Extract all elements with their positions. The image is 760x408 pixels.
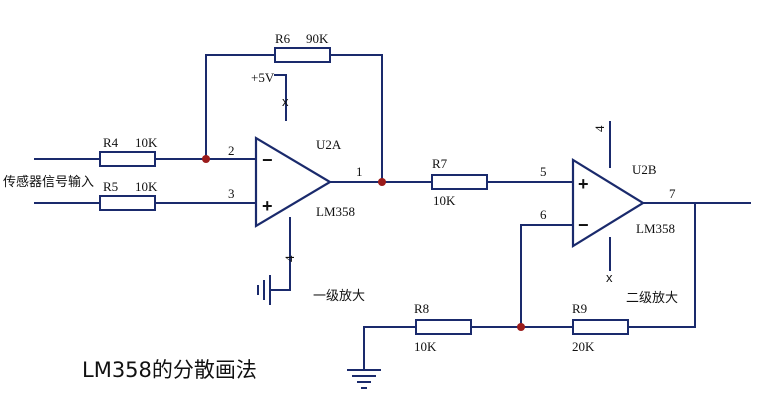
resistor-r6: [274, 47, 331, 63]
stage2-label: 二级放大: [626, 291, 678, 306]
u2a-nc-mark: x: [282, 94, 289, 109]
u2a-ref: U2A: [316, 137, 342, 152]
u2b-pin4: 4: [592, 125, 607, 132]
u2b-nc-mark: x: [606, 270, 613, 285]
wires: [34, 54, 751, 371]
ground-stage1: [257, 275, 271, 305]
opamp-u2a: [254, 136, 333, 228]
junction-r8-r9: [517, 323, 525, 331]
junction-r4-fb: [202, 155, 210, 163]
u2a-pin4: 4: [282, 255, 297, 262]
wire-pin6-node: [520, 224, 574, 328]
u2a-pin3: 3: [228, 186, 235, 201]
r9-value: 20K: [572, 339, 595, 354]
junction-u2a-out: [378, 178, 386, 186]
r7-name: R7: [432, 156, 448, 171]
u2b-ref: U2B: [632, 162, 657, 177]
u2a-pin2: 2: [228, 143, 235, 158]
r7-value: 10K: [433, 193, 456, 208]
u2b-plus-sign: +: [578, 174, 589, 194]
r6-name: R6: [275, 31, 291, 46]
r8-name: R8: [414, 301, 429, 316]
diagram-caption: LM358的分散画法: [82, 358, 257, 382]
resistor-r4: [99, 151, 156, 167]
input-label: 传感器信号输入: [3, 174, 94, 190]
r9-name: R9: [572, 301, 587, 316]
u2a-plus-sign: +: [262, 196, 273, 216]
r5-name: R5: [103, 179, 118, 194]
u2b-pin6: 6: [540, 207, 547, 222]
r6-value: 90K: [306, 31, 329, 46]
opamp-u2b: [571, 158, 646, 248]
r4-name: R4: [103, 135, 119, 150]
u2b-pin5: 5: [540, 164, 547, 179]
resistor-r5: [99, 195, 156, 211]
u2a-supply-label: +5V: [251, 70, 275, 85]
wire-feedback-left: [205, 54, 276, 160]
resistor-r8: [415, 319, 472, 335]
resistor-r9: [572, 319, 629, 335]
wire-supply-pin: [274, 74, 287, 121]
wire-feedback-right: [329, 54, 383, 183]
r8-value: 10K: [414, 339, 437, 354]
resistor-r7: [431, 174, 488, 190]
wire-r9-output: [627, 202, 696, 328]
r5-value: 10K: [135, 179, 158, 194]
u2b-part: LM358: [636, 221, 675, 236]
junctions: [202, 155, 525, 331]
stage1-label: 一级放大: [313, 289, 365, 304]
r4-value: 10K: [135, 135, 158, 150]
u2a-part: LM358: [316, 204, 355, 219]
u2b-pin7: 7: [669, 186, 676, 201]
u2a-minus-sign: −: [262, 150, 273, 170]
u2b-minus-sign: −: [578, 215, 589, 235]
wire-r8-ground: [363, 326, 417, 371]
ground-r8: [347, 369, 381, 389]
u2a-pin1: 1: [356, 164, 363, 179]
